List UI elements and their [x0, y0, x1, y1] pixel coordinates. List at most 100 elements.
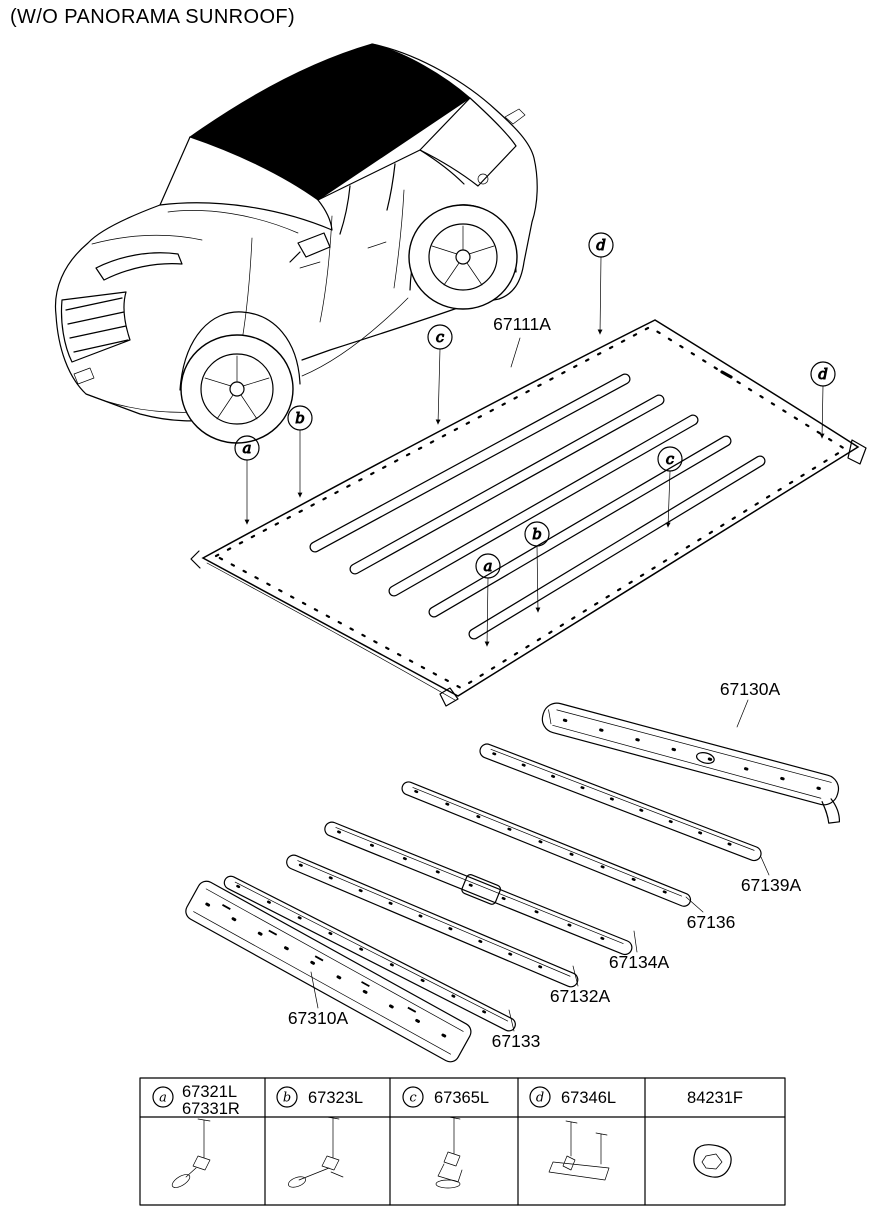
callout-c1-letter: c [436, 328, 445, 346]
callout-c1-circle [427, 324, 453, 350]
fastener-d-icon [548, 1120, 610, 1181]
roof-corner-tab-front [439, 687, 459, 707]
vehicle-emblem-dot [477, 173, 489, 185]
callout-a2-letter: a [484, 557, 493, 575]
rail-67130A-flanges [548, 709, 832, 799]
vehicle-hood-crease [91, 210, 299, 245]
leader-67130A [736, 699, 749, 728]
roof-panel-67111A [190, 319, 867, 707]
label-roof-panel: 67111A [493, 314, 551, 368]
vehicle-headlight [95, 252, 183, 281]
callout-c2-arrow [665, 470, 671, 528]
rail-67136-body [401, 781, 692, 907]
roof-corner-tab-left [190, 550, 201, 569]
vehicle-front-silhouette [54, 204, 223, 422]
rail-labels: 67130A 67139A 67136 67134A 67132A 67133 … [288, 679, 802, 1051]
callout-c2-letter: c [666, 450, 675, 468]
panel-67310A-edge-lines [193, 888, 464, 1055]
callout-c1-arrow [435, 348, 441, 425]
roof-panel-flange-dots [213, 325, 848, 690]
grommet-icon [693, 1144, 732, 1178]
legend-letter-d-circle [529, 1086, 551, 1108]
rail-67130A-end-flange [821, 798, 841, 824]
callout-d1-letter: d [596, 236, 606, 254]
callout-d1-arrow [597, 256, 603, 335]
rail-67133-holes-row [236, 884, 505, 1023]
vehicle-mirror [289, 232, 331, 263]
rail-67132A [286, 854, 579, 988]
legend-letter-c-circle [402, 1086, 424, 1108]
part-label-rail6: 67133 [492, 1031, 541, 1051]
vehicle-front-spokes [204, 355, 270, 420]
callout-b1-circle [287, 405, 313, 431]
panel-67310A [185, 880, 472, 1063]
fastener-b-icon [288, 1116, 344, 1188]
callout-a1-circle [234, 435, 260, 461]
legend-number-a2: 67331R [182, 1100, 240, 1118]
roof-rails [185, 702, 841, 1063]
legend-number-a1: 67321L [182, 1083, 237, 1101]
callout-a2-circle [475, 553, 501, 579]
part-label-rail1: 67130A [720, 679, 781, 699]
rail-67139A-body [479, 743, 762, 862]
label-roof-panel-leader [510, 337, 521, 368]
vehicle-foglamp [73, 367, 199, 413]
vehicle-roof-blackout [188, 43, 471, 201]
rail-67130A-holes-row [562, 718, 825, 792]
legend-number-b1: 67323L [308, 1089, 363, 1107]
callout-balloons: a b c d a b c d [234, 232, 836, 647]
vehicle-rear-spokes [431, 225, 495, 286]
legend-letter-a-circle [152, 1086, 174, 1108]
callout-a2-arrow [484, 577, 490, 647]
rail-67134A [324, 821, 633, 956]
vehicle-front-rim [200, 353, 274, 425]
leader-67134A [633, 930, 638, 953]
vehicle-roof-antenna [504, 108, 526, 125]
legend-letter-c: c [409, 1091, 417, 1106]
leader-67310A [310, 971, 319, 1009]
callout-d1-circle [588, 232, 614, 258]
rail-67133-flange-line [234, 881, 509, 1022]
callout-c2-circle [657, 446, 683, 472]
rail-67133 [223, 875, 516, 1032]
leader-67136 [685, 896, 704, 913]
vehicle-front-tire [180, 334, 294, 444]
callout-d2-arrow [819, 385, 825, 439]
legend-table: a 67321L 67331R b 67323L c 67365L d 6734… [139, 1077, 786, 1206]
vehicle-door-lines [239, 189, 453, 353]
rail-67130A-hole [696, 752, 715, 764]
fastener-c-icon [435, 1116, 463, 1189]
fastener-a-icon [171, 1118, 211, 1188]
rail-67132A-holes-row [298, 863, 567, 979]
part-label-rail3: 67136 [687, 912, 736, 932]
part-label-rail5: 67132A [550, 986, 611, 1006]
vehicle-rear-tire [408, 204, 518, 310]
rail-67139A-flange-line [490, 748, 755, 851]
rail-67136-holes-row [414, 789, 679, 899]
legend-grid-lines [139, 1077, 786, 1206]
callout-b1-letter: b [295, 409, 305, 427]
part-label-rail4: 67134A [609, 952, 670, 972]
rail-67130A [541, 702, 841, 824]
callout-d2-circle [810, 361, 836, 387]
leader-67133 [508, 1009, 515, 1032]
roof-slot-mark [720, 370, 733, 379]
vehicle-grille [60, 291, 131, 363]
vehicle-rear-outline [301, 43, 538, 361]
vehicle-illustration [54, 43, 538, 444]
legend-letter-b-circle [276, 1086, 298, 1108]
part-label-rail7: 67310A [288, 1008, 349, 1028]
legend-letter-d: d [536, 1091, 544, 1106]
legend-number-c1: 67365L [434, 1089, 489, 1107]
legend-number-e1: 84231F [687, 1089, 743, 1107]
rail-67139A [479, 743, 762, 862]
callout-a1-letter: a [243, 439, 252, 457]
legend-number-d1: 67346L [561, 1089, 616, 1107]
vehicle-rear-window [419, 97, 517, 187]
vehicle-rocker-line [301, 297, 409, 377]
leader-67139A [760, 856, 770, 876]
callout-b2-circle [524, 521, 550, 547]
callout-b2-arrow [535, 545, 541, 613]
